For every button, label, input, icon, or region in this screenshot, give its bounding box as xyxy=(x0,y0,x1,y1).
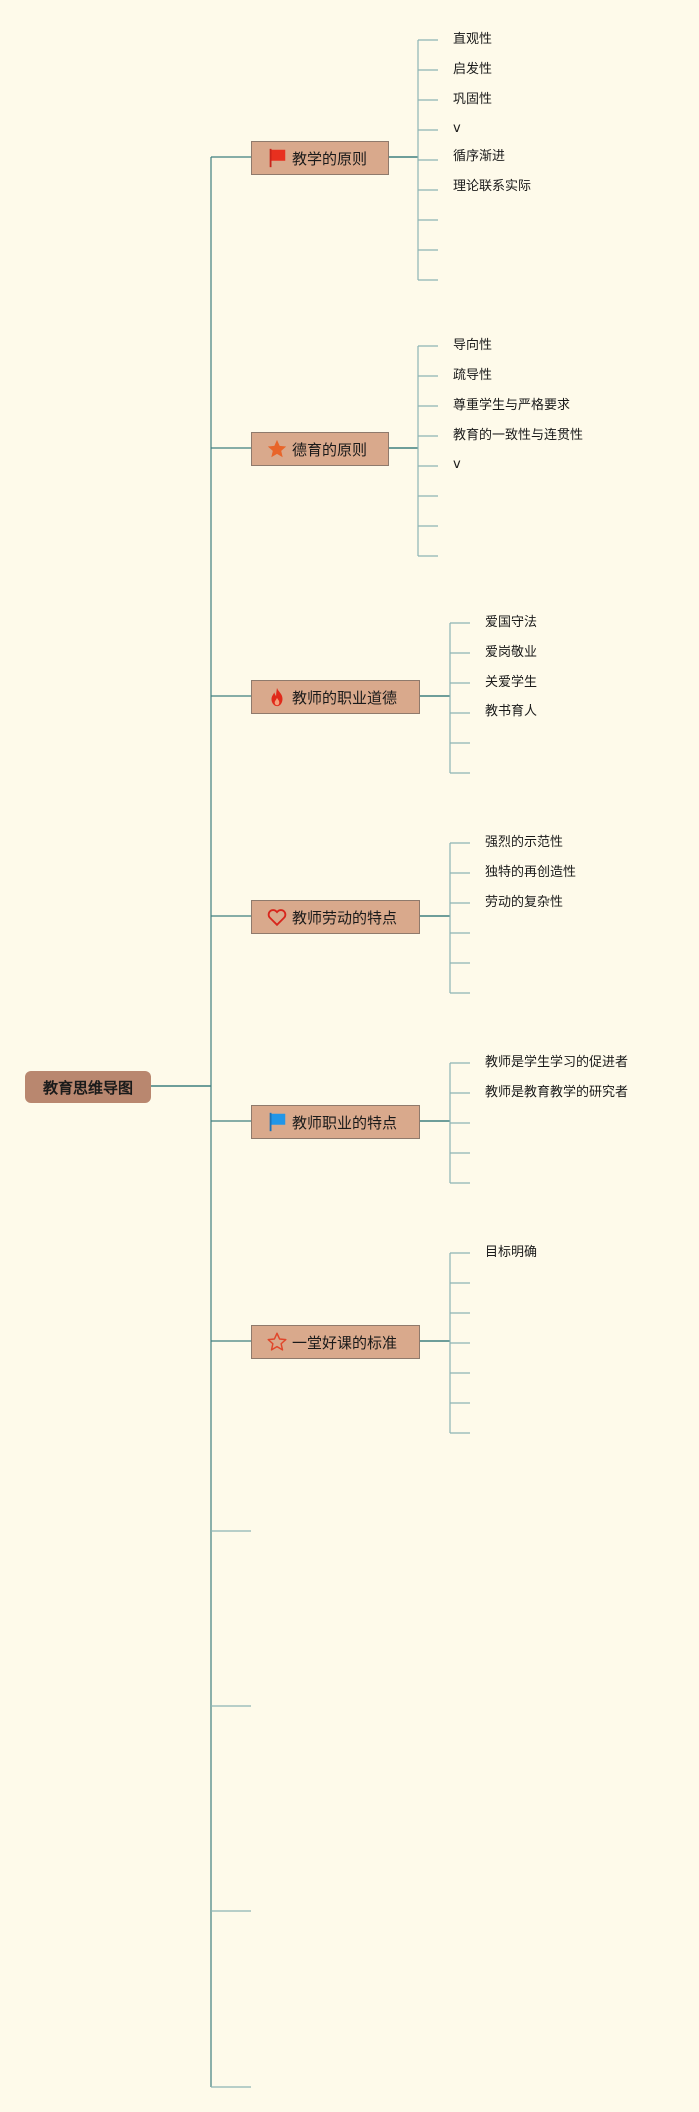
leaf-item[interactable]: 尊重学生与严格要求 xyxy=(453,398,571,413)
connector-lines xyxy=(151,39,470,2088)
leaf-item[interactable]: v xyxy=(453,457,461,472)
branch-node-good-lesson-standards[interactable]: 一堂好课的标准 xyxy=(251,1325,420,1359)
branch-label: 教师的职业道德 xyxy=(292,688,398,707)
leaf-item[interactable]: 独特的再创造性 xyxy=(485,865,577,880)
red-flag-icon xyxy=(266,147,288,169)
leaf-item[interactable]: 导向性 xyxy=(453,338,493,353)
heart-outline-icon xyxy=(266,906,288,928)
root-label: 教育思维导图 xyxy=(42,1078,133,1097)
leaf-item[interactable]: 关爱学生 xyxy=(485,675,538,690)
branch-label: 一堂好课的标准 xyxy=(292,1333,398,1352)
fire-icon xyxy=(266,686,288,708)
branch-node-teacher-labor-features[interactable]: 教师劳动的特点 xyxy=(251,900,420,934)
branch-label: 教学的原则 xyxy=(292,149,368,168)
leaf-item[interactable]: 目标明确 xyxy=(485,1245,538,1260)
orange-star-icon xyxy=(266,438,288,460)
branch-label: 德育的原则 xyxy=(292,440,368,459)
leaf-item[interactable]: 理论联系实际 xyxy=(453,179,532,194)
leaf-item[interactable]: 教师是学生学习的促进者 xyxy=(485,1055,629,1070)
branch-label: 教师职业的特点 xyxy=(292,1113,398,1132)
leaf-item[interactable]: 教师是教育教学的研究者 xyxy=(485,1085,629,1100)
branch-node-moral-education-principles[interactable]: 德育的原则 xyxy=(251,432,389,466)
leaf-item[interactable]: 巩固性 xyxy=(453,92,493,107)
leaf-item[interactable]: 循序渐进 xyxy=(453,149,506,164)
star-outline-icon xyxy=(266,1331,288,1353)
branch-node-teacher-professional-ethics[interactable]: 教师的职业道德 xyxy=(251,680,420,714)
blue-flag-icon xyxy=(266,1111,288,1133)
leaf-item[interactable]: v xyxy=(453,121,461,136)
leaf-item[interactable]: 疏导性 xyxy=(453,368,493,383)
root-node[interactable]: 教育思维导图 xyxy=(25,1071,151,1103)
branch-node-teacher-occupation-features[interactable]: 教师职业的特点 xyxy=(251,1105,420,1139)
leaf-item[interactable]: 教书育人 xyxy=(485,704,538,719)
leaf-item[interactable]: 教育的一致性与连贯性 xyxy=(453,428,584,443)
branch-label: 教师劳动的特点 xyxy=(292,908,398,927)
leaf-item[interactable]: 爱国守法 xyxy=(485,615,538,630)
leaf-item[interactable]: 启发性 xyxy=(453,62,493,77)
leaf-item[interactable]: 直观性 xyxy=(453,32,493,47)
leaf-item[interactable]: 劳动的复杂性 xyxy=(485,895,564,910)
leaf-item[interactable]: 强烈的示范性 xyxy=(485,835,564,850)
leaf-item[interactable]: 爱岗敬业 xyxy=(485,645,538,660)
branch-node-teaching-principles[interactable]: 教学的原则 xyxy=(251,141,389,175)
